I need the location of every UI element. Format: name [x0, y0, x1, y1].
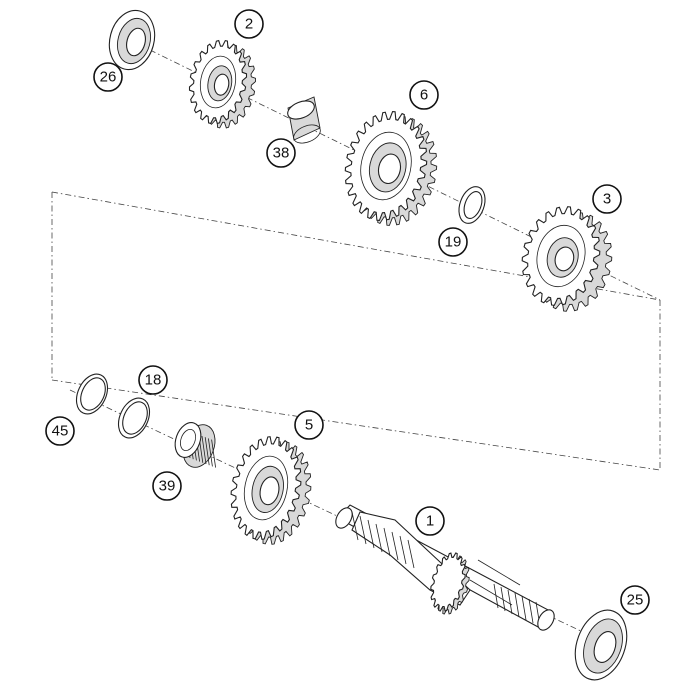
- callout-38-text: 38: [273, 145, 290, 162]
- bearing-26: [108, 9, 156, 71]
- bearing-25: [574, 609, 628, 681]
- washer-18: [117, 397, 151, 439]
- callout-2-text: 2: [245, 16, 253, 33]
- callout-19: 19: [438, 227, 468, 257]
- washer-19: [458, 186, 486, 224]
- callout-26-text: 26: [100, 69, 117, 86]
- callout-38: 38: [266, 138, 296, 168]
- lower-shaft-axis: [51, 379, 661, 471]
- callout-1-text: 1: [426, 513, 434, 530]
- callout-45: 45: [45, 416, 75, 446]
- callout-6: 6: [409, 80, 439, 110]
- gear-2: [188, 39, 256, 129]
- callout-3-text: 3: [603, 191, 611, 208]
- gear-6: [344, 111, 438, 226]
- gear-5: [230, 436, 312, 545]
- callout-1: 1: [415, 506, 445, 536]
- needle-bearing-39: [174, 422, 216, 468]
- callout-39: 39: [152, 471, 182, 501]
- callout-2: 2: [234, 9, 264, 39]
- bushing-38: [287, 96, 321, 144]
- callout-26: 26: [93, 62, 123, 92]
- callout-3: 3: [592, 184, 622, 214]
- callout-18: 18: [138, 365, 168, 395]
- callout-19-text: 19: [445, 234, 462, 251]
- callout-25-text: 25: [627, 592, 644, 609]
- callout-25: 25: [620, 585, 650, 615]
- assembly-axes: [51, 49, 661, 641]
- callout-39-text: 39: [159, 478, 176, 495]
- main-shaft-1: [335, 504, 555, 631]
- callout-6-text: 6: [420, 87, 428, 104]
- callout-5-text: 5: [305, 417, 313, 434]
- callout-45-text: 45: [52, 423, 69, 440]
- gear-3: [521, 206, 613, 312]
- callout-5: 5: [294, 410, 324, 440]
- circlip-45: [75, 373, 109, 415]
- callout-18-text: 18: [145, 372, 162, 389]
